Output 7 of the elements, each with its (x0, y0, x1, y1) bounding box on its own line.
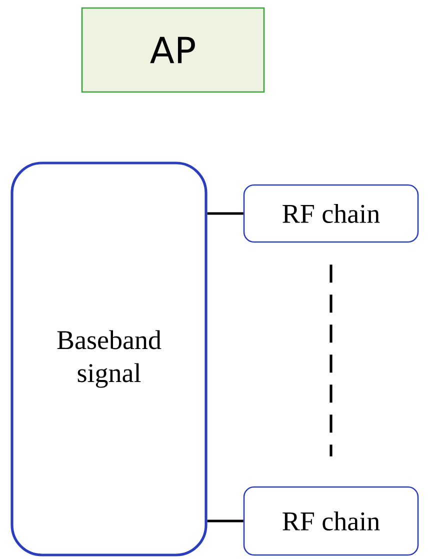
baseband-box: Baseband signal (10, 162, 208, 556)
connector-line (207, 212, 244, 215)
dashed-line (330, 264, 332, 456)
ap-box: AP (81, 7, 265, 93)
rf-chain-box: RF chain (243, 486, 419, 556)
rf-chain-box: RF chain (243, 184, 419, 243)
connector-line (207, 520, 244, 522)
